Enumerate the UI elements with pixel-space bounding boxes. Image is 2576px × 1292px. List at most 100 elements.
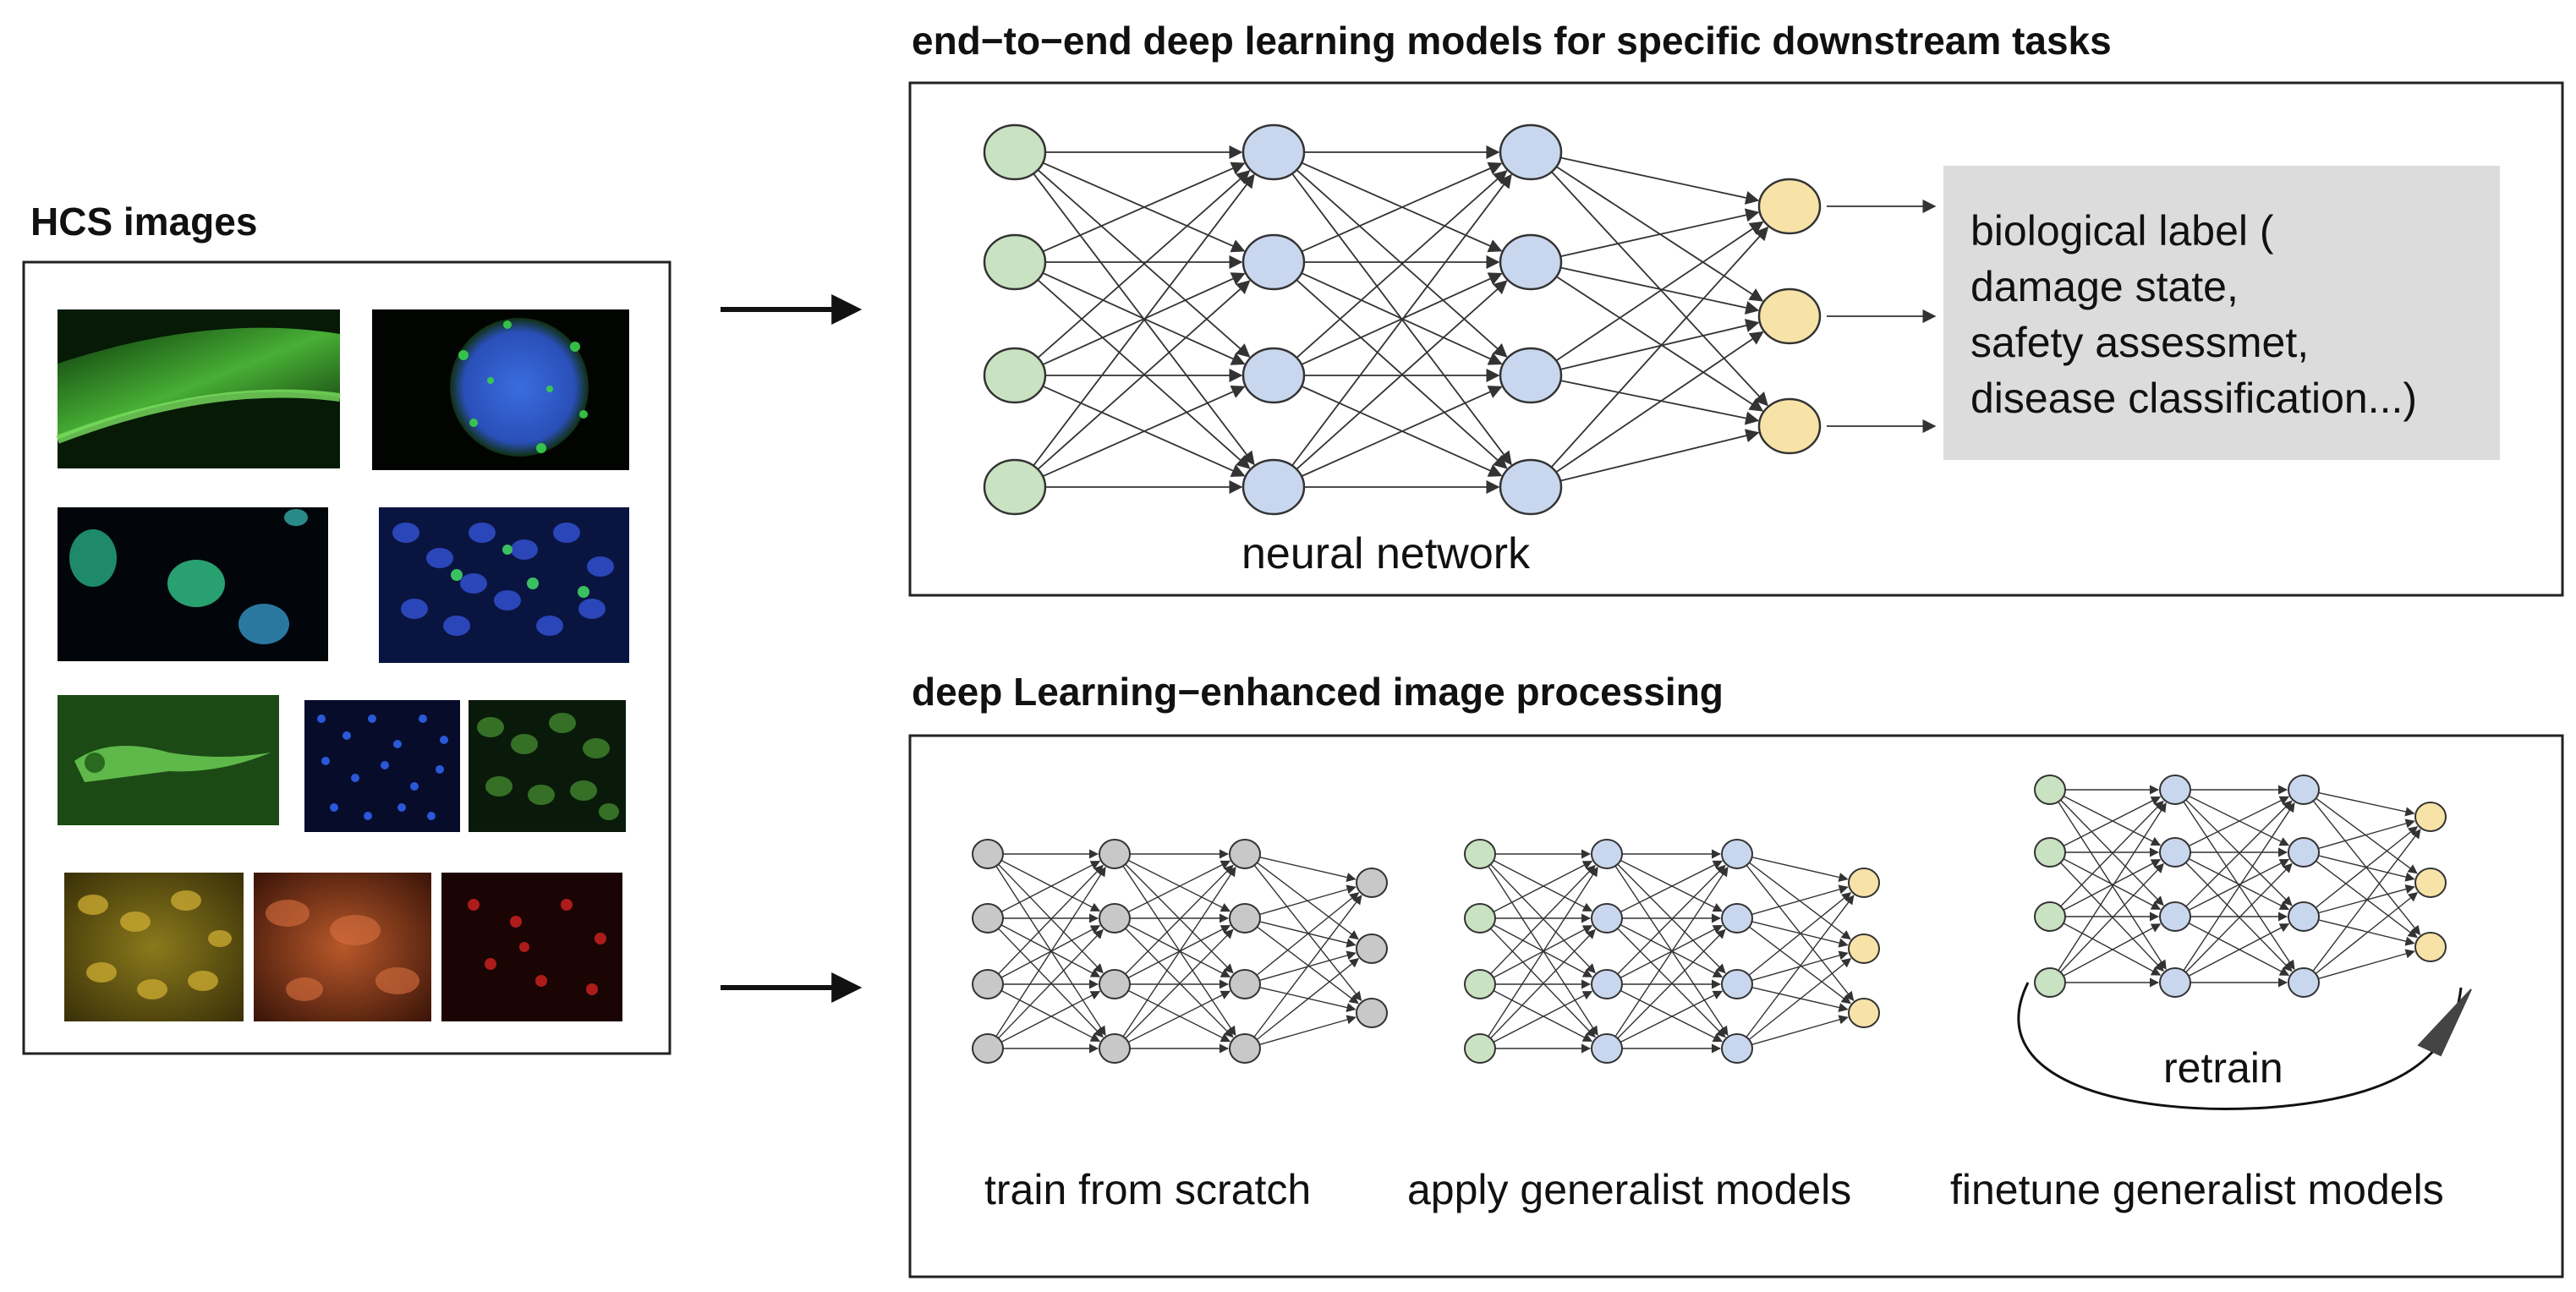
- network-edge: [1748, 958, 1852, 1041]
- network-edge: [1301, 272, 1503, 365]
- network-edge: [1127, 924, 1231, 978]
- biological-label-line: disease classification...): [1970, 375, 2417, 422]
- network-edge: [1037, 170, 1251, 359]
- network-edge: [1127, 860, 1231, 913]
- hidden-node: [1591, 1033, 1623, 1064]
- input-node: [983, 233, 1047, 291]
- output-node: [1757, 287, 1822, 345]
- network-edge: [2060, 800, 2164, 907]
- input-node: [983, 458, 1047, 516]
- output-node: [2414, 932, 2447, 962]
- bottom-panel-title: deep Learning−enhanced image processing: [912, 670, 1724, 714]
- network-edge: [2316, 860, 2418, 939]
- neural-network-label: neural network: [1241, 529, 1531, 578]
- biological-label-box: [1943, 166, 2500, 460]
- network-edge: [1550, 226, 1769, 468]
- network-edge: [1751, 857, 1849, 882]
- network-edge: [998, 864, 1104, 975]
- hidden-node: [1241, 458, 1306, 516]
- network-edge: [1620, 990, 1724, 1043]
- network-edge: [1257, 926, 1359, 1005]
- network-edge: [2188, 857, 2290, 911]
- network-edge: [1000, 860, 1101, 912]
- network-edge: [2318, 919, 2415, 946]
- output-node: [1848, 933, 1880, 964]
- network-edge: [1559, 208, 1760, 258]
- network-edge: [1259, 1015, 1357, 1046]
- retrain-label: retrain: [2163, 1044, 2283, 1092]
- network-edge: [1000, 990, 1101, 1043]
- network-edge: [2063, 922, 2162, 976]
- network-edge: [1620, 989, 1724, 1043]
- hidden-node: [1721, 1033, 1753, 1064]
- network-edge: [1296, 170, 1508, 359]
- hidden-node: [1099, 903, 1131, 933]
- network-edge: [2315, 826, 2419, 909]
- network-edge: [1555, 331, 1764, 474]
- network-edge: [1037, 279, 1251, 469]
- network-edge: [1122, 866, 1236, 1037]
- hidden-node: [1241, 123, 1306, 181]
- network-edge: [1751, 884, 1849, 916]
- network-edge: [1125, 928, 1234, 1039]
- network-edge: [1259, 921, 1357, 948]
- network-edge: [1746, 895, 1855, 1037]
- network-edge: [998, 928, 1104, 1039]
- network-edge: [1617, 928, 1726, 1039]
- network-edge: [1493, 990, 1593, 1043]
- micrograph-cells-green: [469, 700, 626, 832]
- network-edge: [2188, 796, 2290, 847]
- network-edge: [2312, 829, 2421, 972]
- network-edge: [1493, 990, 1593, 1043]
- hidden-node: [2159, 967, 2191, 998]
- hidden-node: [2288, 775, 2320, 805]
- network-edge: [2063, 858, 2162, 910]
- network-edge: [1037, 169, 1251, 358]
- network-apply-generalist: [1464, 839, 1880, 1064]
- network-edge: [1042, 162, 1246, 253]
- input-node: [1464, 969, 1496, 999]
- network-edge: [1749, 926, 1851, 1005]
- network-edge: [2183, 801, 2295, 971]
- output-node: [2414, 802, 2447, 832]
- output-node: [1757, 178, 1822, 235]
- network-edge: [2188, 858, 2290, 912]
- hidden-node: [2288, 901, 2320, 932]
- hidden-node: [2159, 901, 2191, 932]
- network-edge: [2063, 859, 2162, 911]
- network-edge: [1127, 859, 1231, 912]
- hidden-node: [1229, 969, 1261, 999]
- network-edge: [1493, 860, 1593, 912]
- network-edge: [1751, 1015, 1849, 1046]
- biological-label-line: biological label (: [1970, 207, 2274, 255]
- neural-network-large: [983, 123, 1822, 516]
- biological-label-line: damage state,: [1970, 263, 2239, 310]
- network-edge: [1000, 860, 1101, 912]
- network-edge: [1490, 928, 1596, 1039]
- micrograph-nuclei-dense: [304, 700, 460, 832]
- micrograph-cells-yellow: [64, 873, 244, 1021]
- network-edge: [1614, 866, 1729, 1037]
- hidden-node: [1099, 839, 1131, 869]
- hidden-node: [1229, 903, 1261, 933]
- input-node: [1464, 839, 1496, 869]
- biological-label-line: safety assessmet,: [1970, 319, 2309, 366]
- hidden-node: [1499, 458, 1563, 516]
- network-edge: [2318, 949, 2415, 980]
- network-edge: [998, 928, 1104, 1038]
- network-edge: [1490, 928, 1596, 1038]
- network-edge: [2316, 797, 2418, 874]
- micrograph-cells-red: [441, 873, 622, 1021]
- network-edge: [2188, 923, 2290, 977]
- input-node: [2034, 837, 2066, 868]
- micrograph-spheroid: [372, 309, 629, 470]
- network-edge: [2063, 796, 2162, 847]
- hcs-images-frame: [22, 260, 671, 1055]
- network-edge: [2063, 795, 2162, 846]
- network-edge: [1620, 860, 1724, 913]
- top-panel-title: end−to−end deep learning models for spec…: [912, 19, 2112, 63]
- input-node: [972, 969, 1004, 999]
- micrograph-muscle-fiber: [56, 309, 341, 468]
- network-edge: [2185, 862, 2293, 973]
- network-edge: [1617, 928, 1726, 1038]
